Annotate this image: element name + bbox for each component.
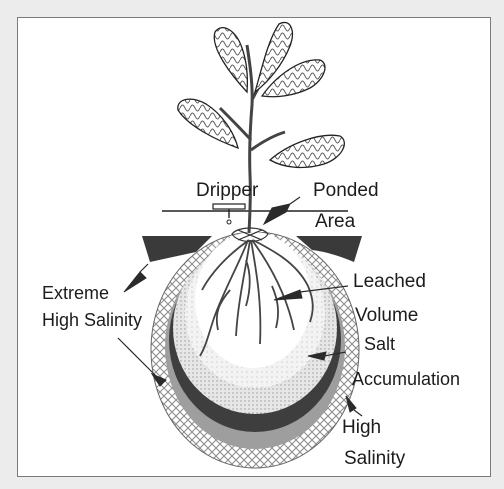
extreme-label-line2: High Salinity (42, 311, 142, 329)
dripper-label: Dripper (196, 181, 258, 200)
ponded-label-line1: Ponded (313, 181, 379, 200)
stem-branch-right-lower (251, 132, 285, 150)
dripper (213, 204, 245, 224)
ponded-pointer (264, 204, 290, 224)
ponded-label-line2: Area (315, 212, 355, 231)
leaf-mid-left (178, 99, 238, 148)
extreme-pointer (124, 272, 146, 292)
high-salinity-pointer (346, 396, 356, 412)
high-salinity-label-line1: High (342, 418, 381, 437)
leached-label-line2: Volume (355, 306, 418, 325)
leaf-lower-right (270, 135, 344, 167)
salt-label-line2: Accumulation (352, 370, 460, 388)
leaf-top-left (214, 28, 247, 92)
leaves (178, 22, 345, 167)
extreme-label-line1: Extreme (42, 284, 109, 302)
leached-label-line1: Leached (353, 272, 426, 291)
high-salinity-label-line2: Salinity (344, 449, 405, 468)
salt-label-line1: Salt (364, 335, 395, 353)
